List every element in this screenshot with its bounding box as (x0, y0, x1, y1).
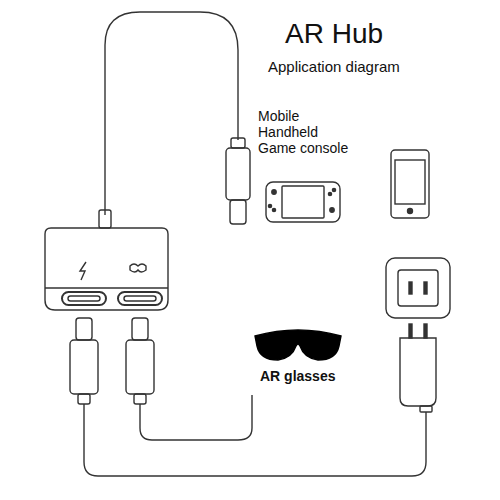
plug-body (226, 148, 250, 200)
plug-strain-relief (231, 138, 245, 148)
device-label: Mobile Handheld Game console (258, 108, 354, 156)
glasses-label: AR glasses (260, 368, 335, 384)
ar-hub-body (45, 210, 168, 310)
subtitle: Application diagram (268, 58, 400, 75)
glasses-cable (140, 395, 252, 440)
mobile-phone-icon (391, 150, 429, 218)
power-charger (400, 324, 436, 412)
charger-cable (84, 404, 426, 476)
diagram-title: AR Hub (285, 18, 383, 50)
plug-tip (230, 200, 246, 224)
wall-outlet (386, 258, 450, 318)
ar-glasses-icon (255, 330, 341, 360)
handheld-console-icon (266, 182, 340, 222)
lower-plugs (70, 318, 154, 404)
upper-cable (105, 12, 238, 215)
